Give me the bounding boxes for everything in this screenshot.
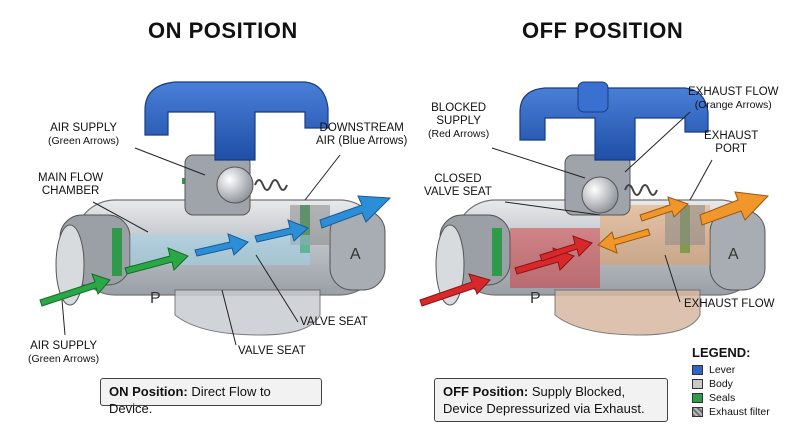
on-seal-left [112,228,122,276]
legend-item-exhaust-filter: Exhaust filter [692,405,770,419]
on-blue-arrows [194,195,392,257]
off-lever [519,87,709,161]
off-position-title: OFF POSITION [522,18,684,43]
off-label-blocked-supply: BLOCKED SUPPLY (Red Arrows) [428,102,490,140]
on-lever [144,81,329,161]
legend-item-body: Body [692,377,770,391]
on-label-downstream-air: DOWNSTREAM AIR (Blue Arrows) [316,122,408,147]
on-green-arrows [39,247,189,307]
on-label-air-supply-bottom: AIR SUPPLY (Green Arrows) [28,340,100,365]
off-red-arrows [419,235,593,307]
legend-title: LEGEND: [692,345,751,360]
on-port-a-label: A [350,246,361,263]
legend-item-seals: Seals [692,391,770,405]
on-label-valve-seat-1: VALVE SEAT [300,316,368,328]
off-port-p-label: P [530,290,541,307]
on-lower-chamber [174,289,321,336]
off-label-exhaust-port: EXHAUST PORT [704,130,759,155]
legend-swatch-lever [692,365,703,375]
legend-swatch-exhaust-filter [692,407,703,417]
on-label-main-flow-chamber: MAIN FLOW CHAMBER [38,172,104,197]
off-spring [624,184,658,196]
on-label-valve-seat-2: VALVE SEAT [238,345,306,357]
legend-item-lever: Lever [692,363,770,377]
off-port-a-label: A [728,246,739,263]
on-caption: ON Position: Direct Flow to Device. [100,378,322,416]
on-spring [254,179,288,191]
on-position-title: ON POSITION [148,18,298,43]
on-label-air-supply-top: AIR SUPPLY (Green Arrows) [48,122,120,147]
legend-swatch-seals [692,393,703,403]
off-label-closed-valve-seat: CLOSED VALVE SEAT [424,173,492,198]
off-ball [581,176,619,214]
off-lever-boss [577,81,609,113]
legend-swatch-body [692,379,703,389]
off-caption: OFF Position: Supply Blocked, Device Dep… [434,378,668,422]
off-seal-left [492,228,502,276]
off-lower-chamber [554,289,701,336]
on-port-p-label: P [150,290,161,307]
off-orange-arrows [597,191,770,254]
off-filter [665,205,705,245]
on-valve [39,81,392,346]
off-label-exhaust-flow-bottom: EXHAUST FLOW [684,298,775,310]
off-label-exhaust-flow-top: EXHAUST FLOW (Orange Arrows) [688,86,779,111]
legend: LEGEND: Lever Body Seals Exhaust filter [692,345,770,419]
on-ball [216,166,254,204]
off-valve [419,81,770,336]
